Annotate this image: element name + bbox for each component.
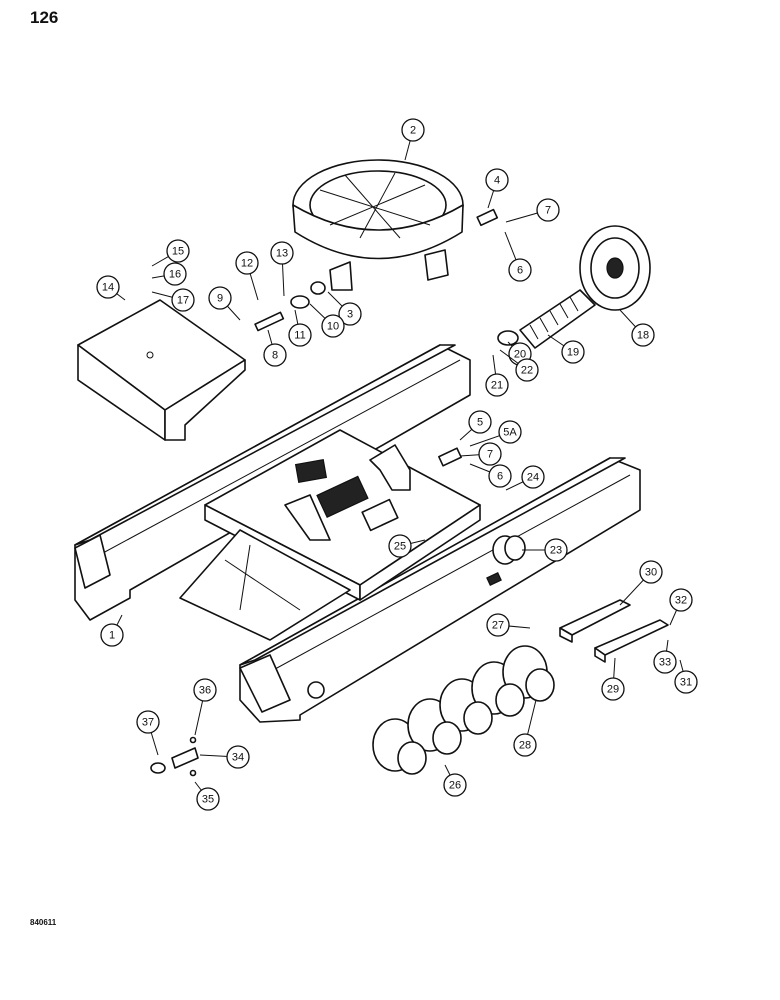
- callout-circle-7: [478, 442, 502, 466]
- callout-circle-10: [321, 314, 345, 338]
- swing-bearing-ring: [292, 159, 464, 291]
- callout-label-23: 23: [550, 545, 562, 557]
- callout-label-22: 22: [521, 365, 533, 377]
- callout-circle-31: [674, 670, 698, 694]
- track-guide: [559, 599, 669, 663]
- callout-circle-5: [468, 410, 492, 434]
- callout-label-1: 1: [109, 630, 115, 642]
- callout-label-3: 3: [347, 309, 353, 321]
- callout-label-6: 6: [517, 265, 523, 277]
- callout-label-32: 32: [675, 595, 687, 607]
- callout-label-9: 9: [217, 293, 223, 305]
- callout-label-26: 26: [449, 780, 461, 792]
- callout-label-4: 4: [494, 175, 500, 187]
- callout-circle-27: [486, 613, 510, 637]
- callout-circle-18: [631, 323, 655, 347]
- callout-label-36: 36: [199, 685, 211, 697]
- callout-circle-6: [488, 464, 512, 488]
- callout-circle-32: [669, 588, 693, 612]
- callout-circle-35: [196, 787, 220, 811]
- callout-label-37: 37: [142, 717, 154, 729]
- callout-circle-37: [136, 710, 160, 734]
- callout-circle-3: [338, 302, 362, 326]
- callout-circle-34: [226, 745, 250, 769]
- callout-circle-5A: [498, 420, 522, 444]
- callout-circle-4: [485, 168, 509, 192]
- callout-label-35: 35: [202, 794, 214, 806]
- callout-circle-6: [508, 258, 532, 282]
- callout-circle-36: [193, 678, 217, 702]
- callout-circle-9: [208, 286, 232, 310]
- callout-circle-2: [401, 118, 425, 142]
- callout-circle-24: [521, 465, 545, 489]
- callout-label-6: 6: [497, 471, 503, 483]
- callout-layer: 123455A667789101112131415161718192021222…: [96, 118, 698, 811]
- callout-circle-23: [544, 538, 568, 562]
- callout-label-25: 25: [394, 541, 406, 553]
- callout-label-7: 7: [487, 449, 493, 461]
- callout-label-5A: 5A: [503, 427, 517, 439]
- callout-label-11: 11: [294, 330, 305, 342]
- figure-number: 840611: [30, 918, 57, 927]
- callout-circle-7: [536, 198, 560, 222]
- callout-label-14: 14: [102, 282, 114, 294]
- callout-circle-17: [171, 288, 195, 312]
- pin: [254, 208, 499, 467]
- callout-label-10: 10: [327, 321, 339, 333]
- callout-label-28: 28: [519, 740, 531, 752]
- callout-label-2: 2: [410, 125, 416, 137]
- callout-label-15: 15: [172, 246, 184, 258]
- callout-circle-11: [288, 323, 312, 347]
- callout-circle-1: [100, 623, 124, 647]
- recoil-spring: [497, 289, 596, 349]
- callout-label-34: 34: [232, 752, 244, 764]
- page-number: 126: [30, 8, 59, 27]
- idler-wheel: [579, 225, 651, 311]
- callout-label-33: 33: [659, 657, 671, 669]
- callout-label-7: 7: [545, 205, 551, 217]
- callout-circle-29: [601, 677, 625, 701]
- callout-circle-22: [515, 358, 539, 382]
- callout-circle-14: [96, 275, 120, 299]
- callout-circle-8: [263, 343, 287, 367]
- callout-label-13: 13: [276, 248, 288, 260]
- callout-circle-13: [270, 241, 294, 265]
- callout-circle-28: [513, 733, 537, 757]
- track-roller: [372, 645, 555, 775]
- callout-label-21: 21: [491, 380, 503, 392]
- link-plate: [150, 736, 199, 777]
- callout-circle-26: [443, 773, 467, 797]
- track-frame: [74, 344, 641, 723]
- callout-label-18: 18: [637, 330, 649, 342]
- carrier-roller: [492, 535, 526, 565]
- callout-label-8: 8: [272, 350, 278, 362]
- callout-circle-30: [639, 560, 663, 584]
- callout-label-16: 16: [169, 269, 181, 281]
- callout-label-29: 29: [607, 684, 619, 696]
- callout-label-30: 30: [645, 567, 657, 579]
- callout-label-17: 17: [177, 295, 189, 307]
- callout-label-31: 31: [680, 677, 692, 689]
- callout-label-24: 24: [527, 472, 539, 484]
- callout-circle-12: [235, 251, 259, 275]
- callout-label-19: 19: [567, 347, 579, 359]
- callout-circle-21: [485, 373, 509, 397]
- guard-plate: [77, 299, 246, 441]
- callout-label-5: 5: [477, 417, 483, 429]
- callout-circle-25: [388, 534, 412, 558]
- callout-circle-16: [163, 262, 187, 286]
- callout-circle-19: [561, 340, 585, 364]
- callout-label-12: 12: [241, 258, 253, 270]
- callout-label-20: 20: [514, 349, 526, 361]
- callout-circle-15: [166, 239, 190, 263]
- callout-circle-33: [653, 650, 677, 674]
- callout-label-27: 27: [492, 620, 504, 632]
